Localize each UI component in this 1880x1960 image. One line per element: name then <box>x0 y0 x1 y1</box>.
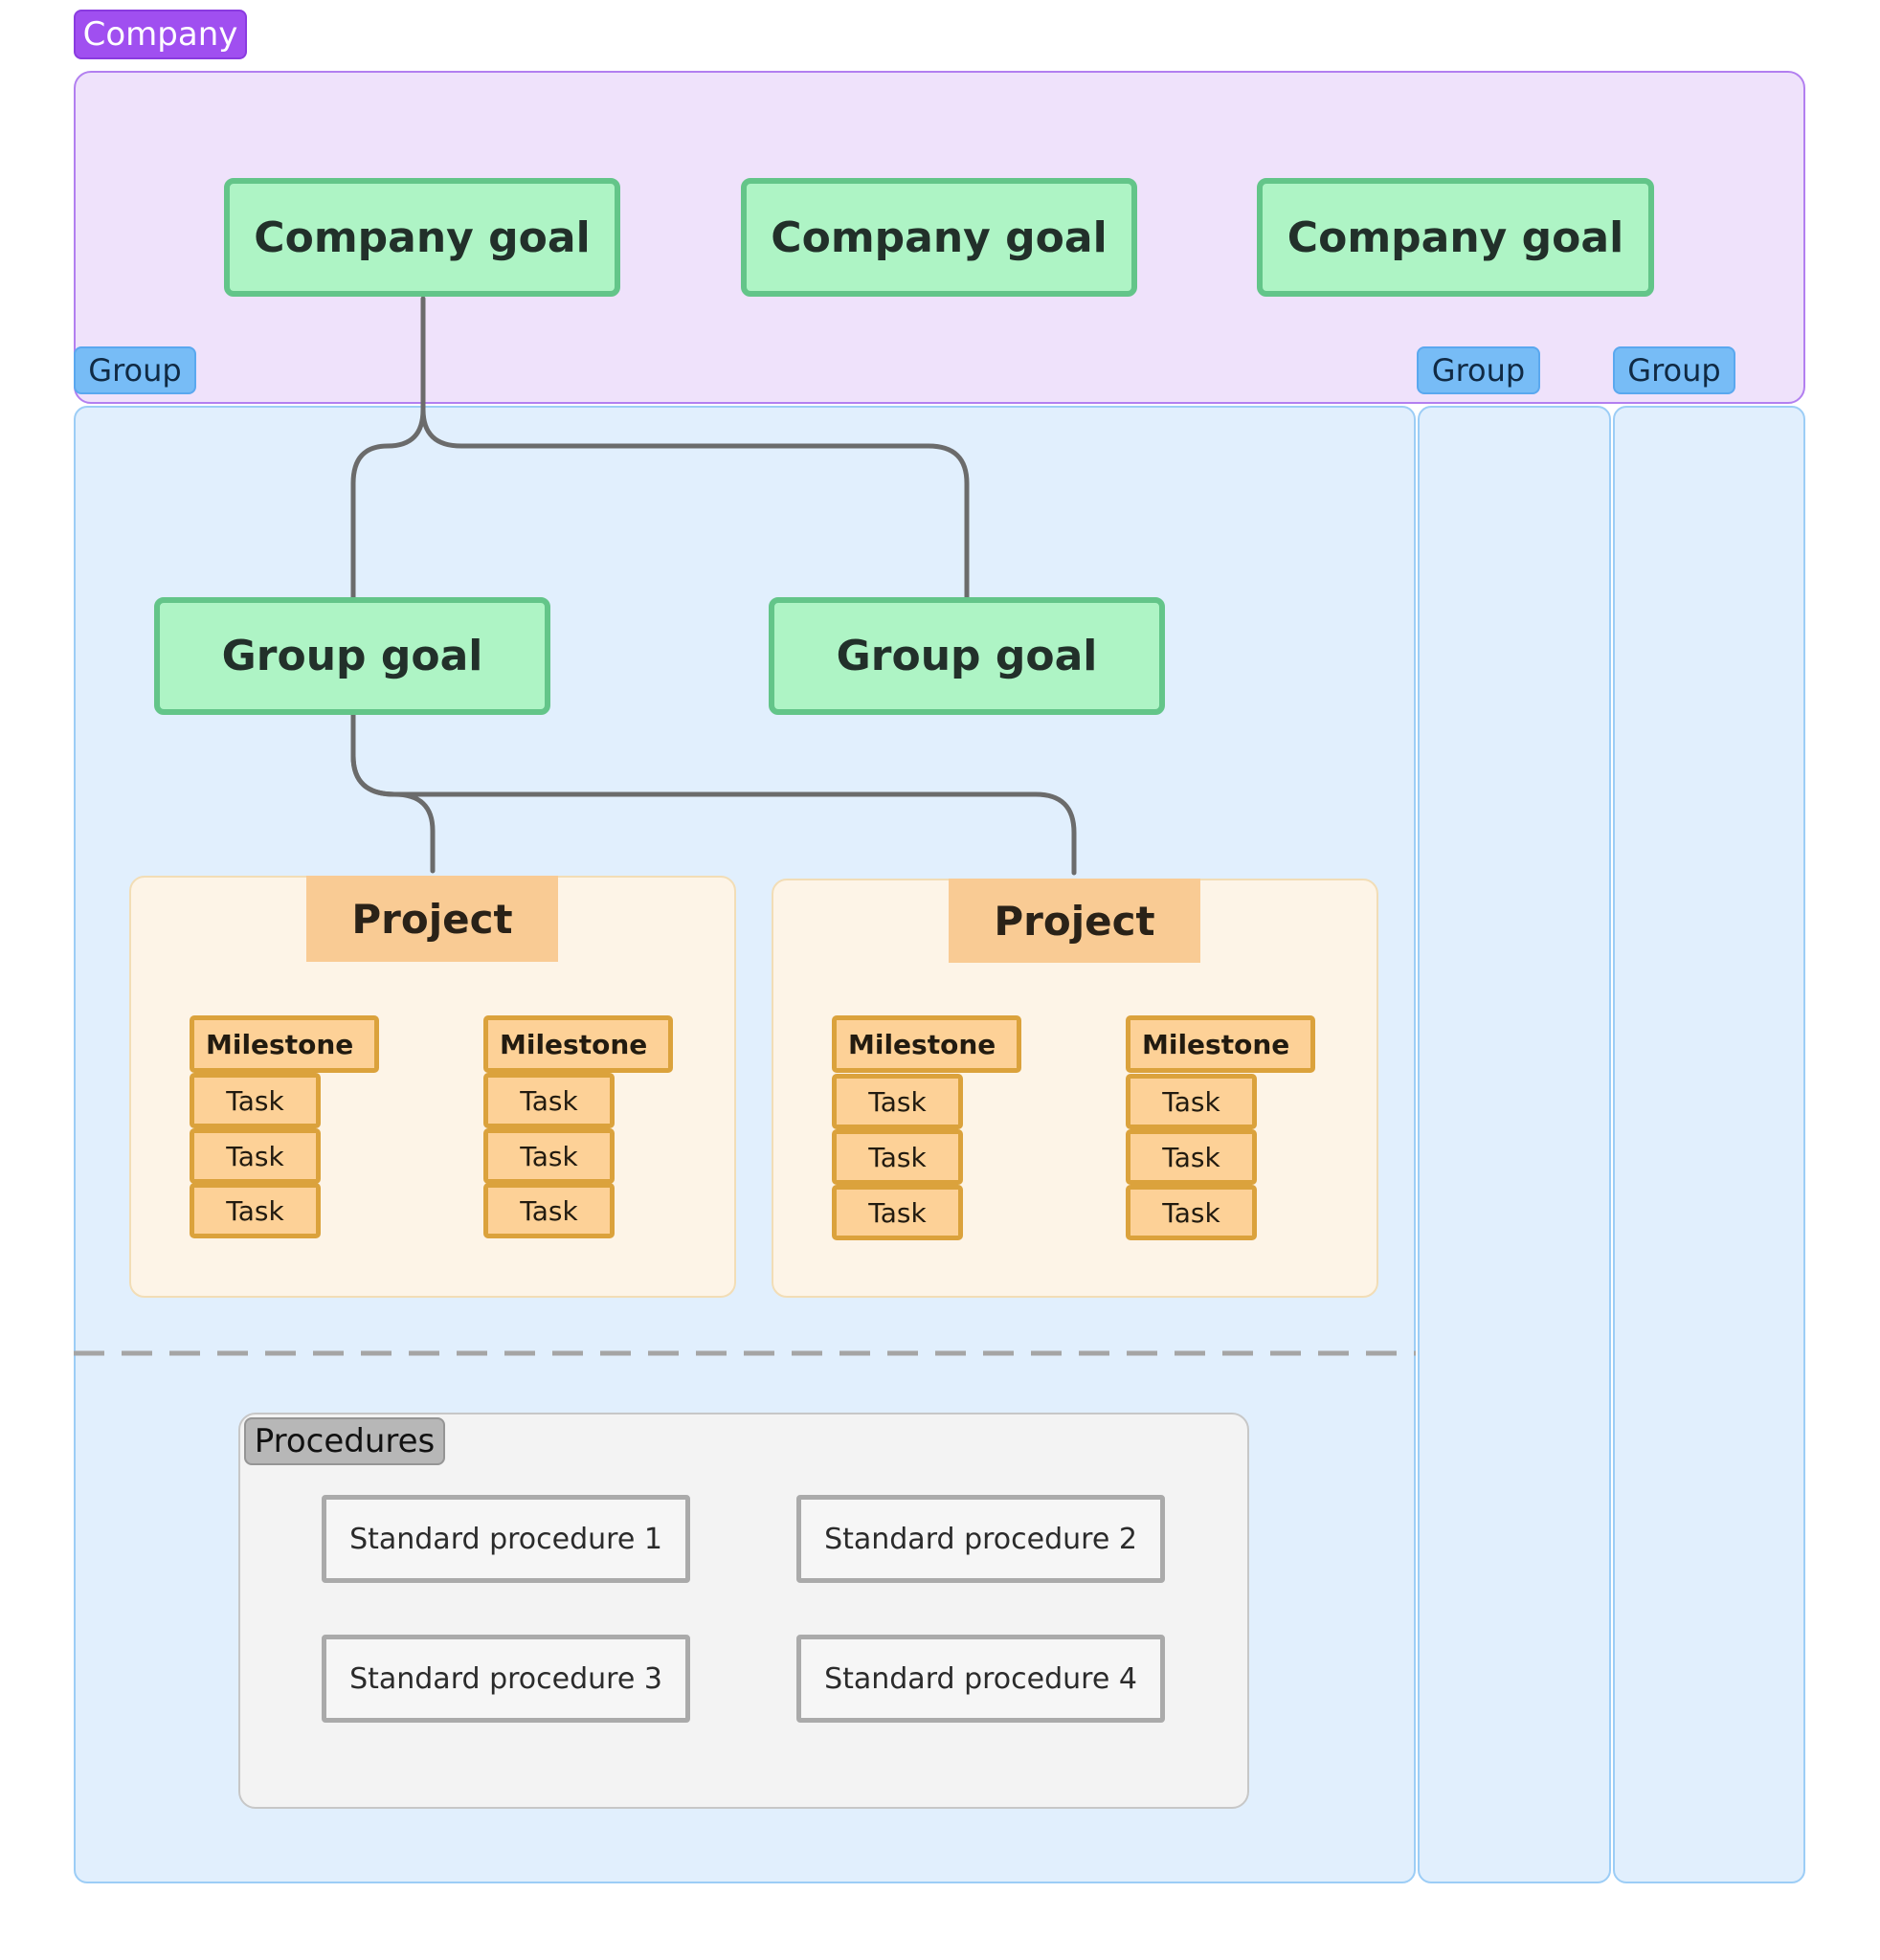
project-title-2[interactable]: Project <box>949 879 1200 963</box>
task-1-1-3[interactable]: Task <box>190 1183 321 1238</box>
milestone-2-2[interactable]: Milestone <box>1126 1015 1315 1073</box>
group-tag-3: Group <box>1613 346 1735 394</box>
task-1-1-1[interactable]: Task <box>190 1073 321 1128</box>
group-goal-2[interactable]: Group goal <box>769 597 1165 715</box>
group-tag-2: Group <box>1417 346 1540 394</box>
milestone-2-1[interactable]: Milestone <box>832 1015 1021 1073</box>
group-goal-1[interactable]: Group goal <box>154 597 550 715</box>
task-2-1-3[interactable]: Task <box>832 1185 963 1240</box>
task-2-2-2[interactable]: Task <box>1126 1129 1257 1185</box>
company-goal-1[interactable]: Company goal <box>224 178 620 297</box>
task-1-2-1[interactable]: Task <box>483 1073 615 1128</box>
company-tag: Company <box>74 10 247 59</box>
task-2-2-3[interactable]: Task <box>1126 1185 1257 1240</box>
connector-company-to-groupgoals <box>350 296 426 601</box>
company-goal-3[interactable]: Company goal <box>1257 178 1654 297</box>
standard-procedure-2[interactable]: Standard procedure 2 <box>796 1495 1165 1583</box>
task-1-2-3[interactable]: Task <box>483 1183 615 1238</box>
task-1-1-2[interactable]: Task <box>190 1128 321 1184</box>
procedures-panel <box>238 1413 1249 1809</box>
project-title-1[interactable]: Project <box>306 876 558 962</box>
milestone-1-1[interactable]: Milestone <box>190 1015 379 1073</box>
standard-procedure-3[interactable]: Standard procedure 3 <box>322 1635 690 1723</box>
group-zone-2 <box>1418 406 1611 1883</box>
standard-procedure-1[interactable]: Standard procedure 1 <box>322 1495 690 1583</box>
task-2-1-2[interactable]: Task <box>832 1129 963 1185</box>
standard-procedure-4[interactable]: Standard procedure 4 <box>796 1635 1165 1723</box>
group-zone-3 <box>1613 406 1805 1883</box>
company-goal-2[interactable]: Company goal <box>741 178 1137 297</box>
milestone-1-2[interactable]: Milestone <box>483 1015 673 1073</box>
procedures-tag: Procedures <box>244 1417 445 1465</box>
task-2-1-1[interactable]: Task <box>832 1074 963 1129</box>
task-2-2-1[interactable]: Task <box>1126 1074 1257 1129</box>
group-tag-1: Group <box>74 346 196 394</box>
connector-groupgoal-to-projects <box>350 709 436 874</box>
task-1-2-2[interactable]: Task <box>483 1128 615 1184</box>
